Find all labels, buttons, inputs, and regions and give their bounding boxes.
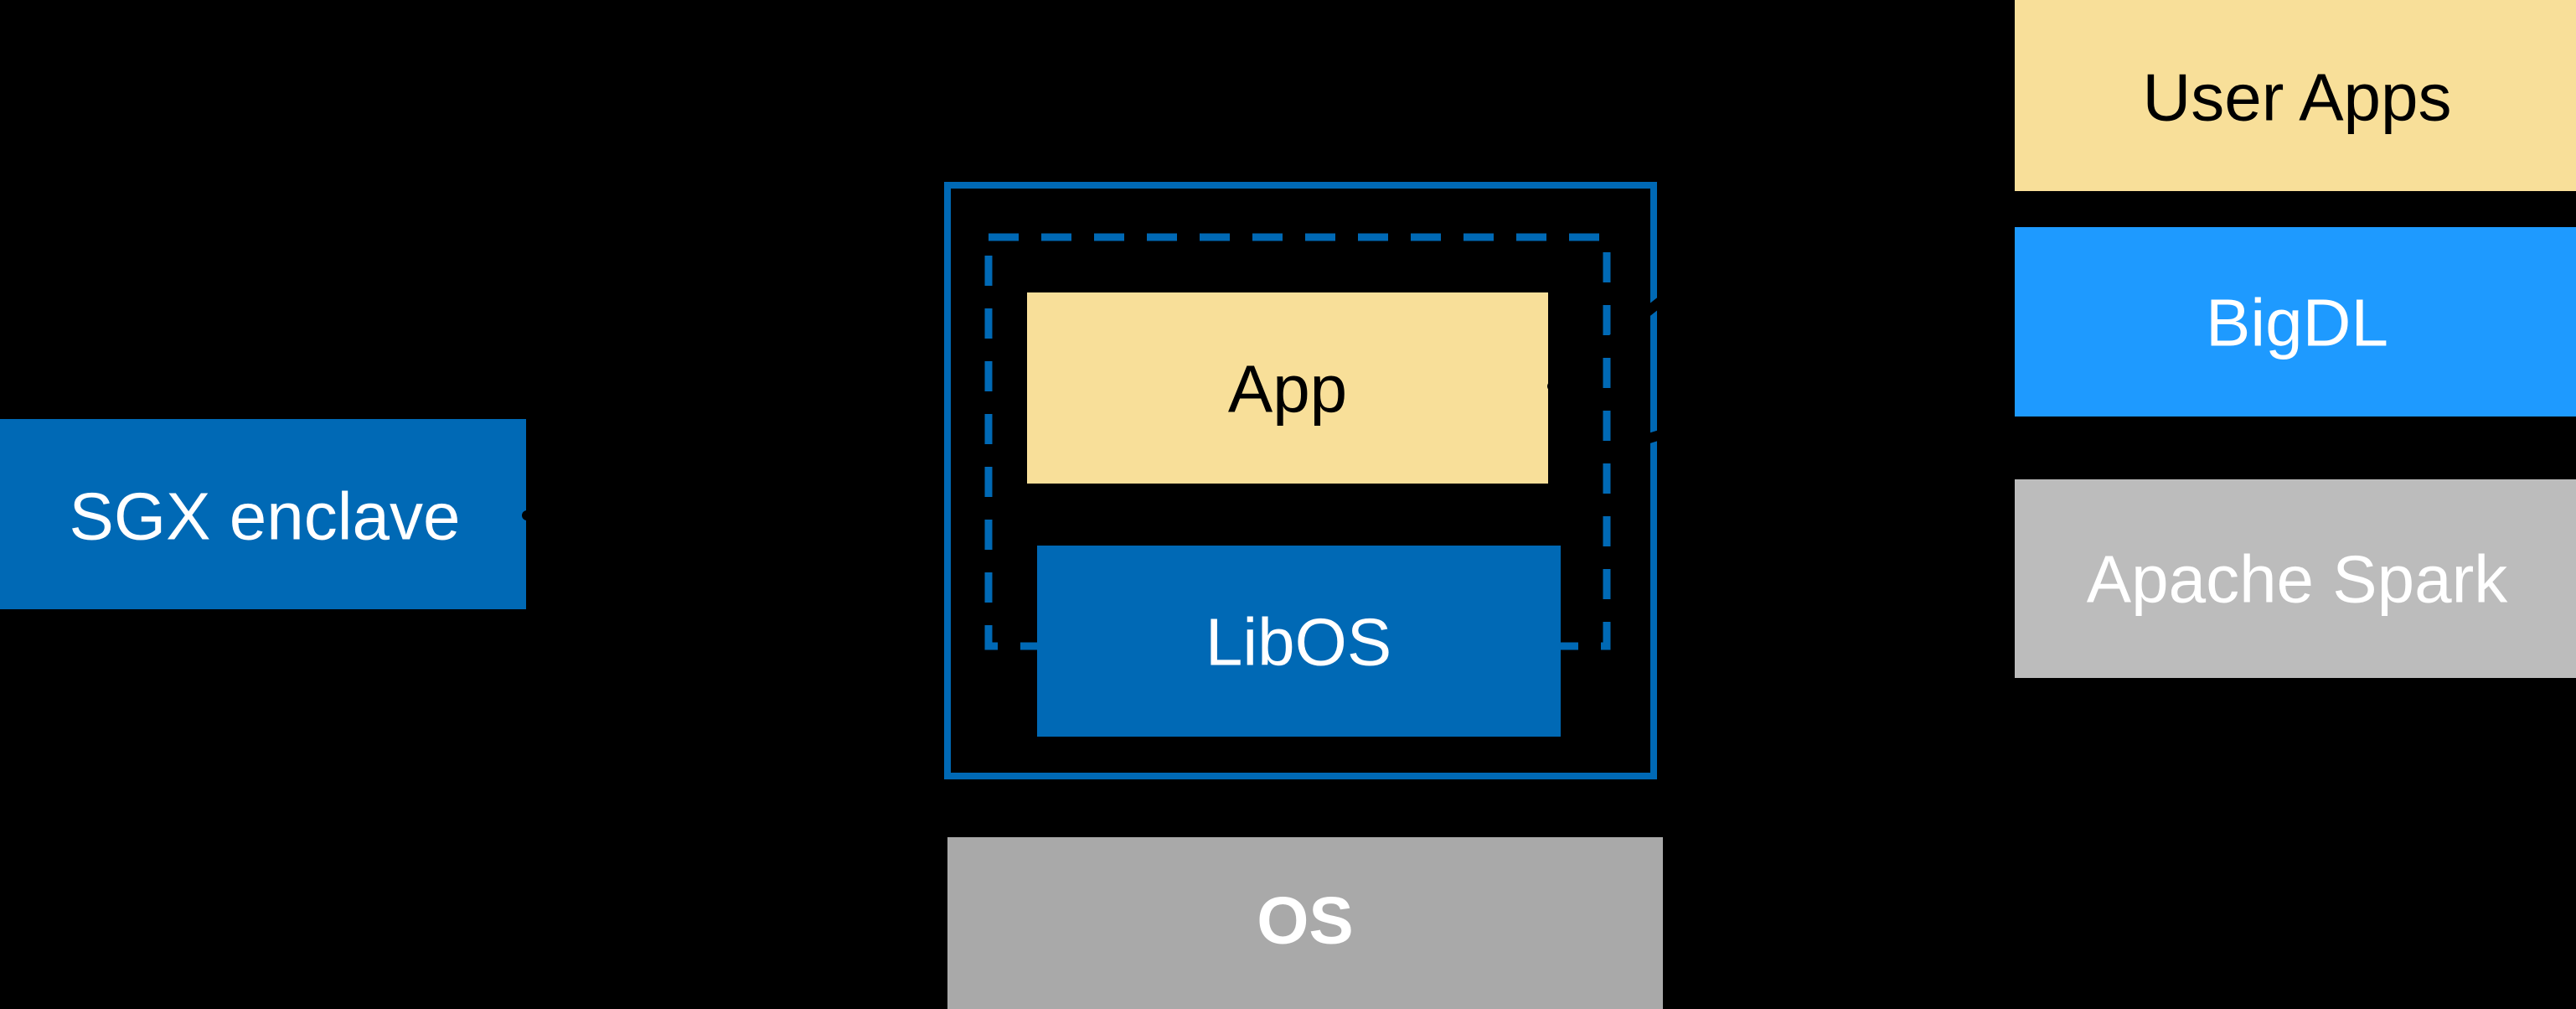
software-stack-group: User Apps BigDL Apache Spark xyxy=(2015,0,2576,678)
libos-box xyxy=(1037,546,1561,737)
apache-spark-label: Apache Spark xyxy=(2087,542,2509,617)
app-box xyxy=(1027,292,1548,484)
bigdl-to-enclave-connector xyxy=(1612,322,2012,453)
apache-spark-box xyxy=(2015,479,2576,678)
sgx-enclave-box xyxy=(0,419,526,609)
enclave-group: App LibOS xyxy=(944,182,1657,779)
os-label: OS xyxy=(1257,883,1354,958)
os-group: OS xyxy=(947,837,1663,1009)
user-apps-label: User Apps xyxy=(2142,60,2451,135)
user-apps-box xyxy=(2015,0,2576,191)
sgx-enclave-label-group: SGX enclave xyxy=(0,419,526,609)
sgx-enclave-label: SGX enclave xyxy=(70,479,461,554)
libos-label: LibOS xyxy=(1205,605,1391,680)
os-box xyxy=(947,837,1663,1009)
enclave-outer-box xyxy=(944,182,1657,779)
bigdl-label: BigDL xyxy=(2206,286,2388,360)
connectors xyxy=(522,24,2012,520)
bigdl-box xyxy=(2015,227,2576,417)
app-label: App xyxy=(1228,352,1347,427)
user-apps-to-app-connector xyxy=(1547,24,2012,391)
